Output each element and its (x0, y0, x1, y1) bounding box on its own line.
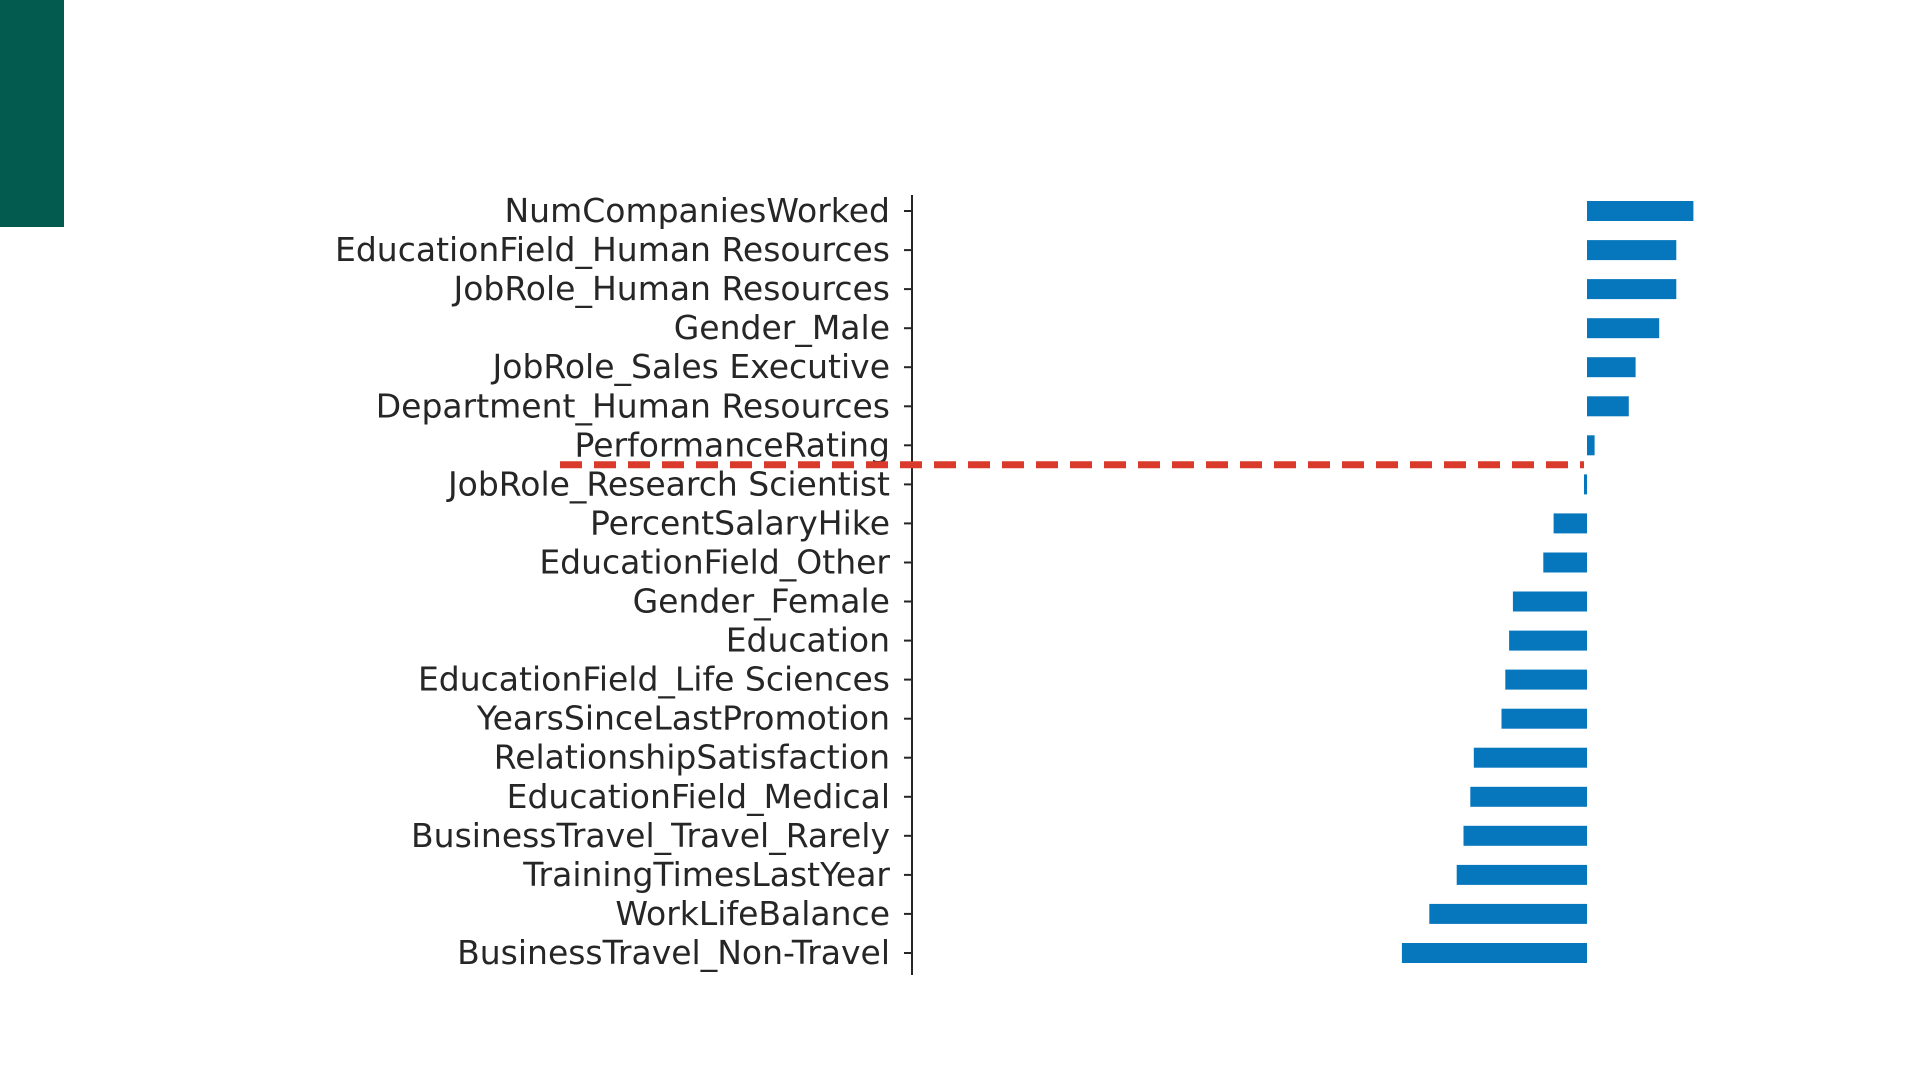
bar-trainingtimeslastyear (1456, 864, 1587, 885)
y-tick-label: EducationField_Medical (507, 777, 890, 816)
y-tick-label: RelationshipSatisfaction (494, 738, 890, 777)
bar-worklifebalance (1429, 903, 1587, 924)
bar-educationfield-life-sciences (1505, 669, 1587, 690)
y-tick-label: NumCompaniesWorked (504, 191, 890, 230)
y-tick-label: BusinessTravel_Travel_Rarely (411, 816, 890, 855)
y-tick-label: Education (726, 621, 890, 660)
y-tick-label: JobRole_Human Resources (451, 269, 890, 308)
y-tick-label: EducationField_Life Sciences (418, 660, 890, 699)
bar-relationshipsatisfaction (1473, 747, 1587, 768)
bar-businesstravel-travel-rarely (1463, 825, 1587, 846)
bar-educationfield-human-resources (1587, 240, 1677, 261)
bar-businesstravel-non-travel (1401, 943, 1587, 963)
bar-department-human-resources (1587, 396, 1629, 417)
y-tick-label: JobRole_Sales Executive (491, 347, 890, 386)
bar-education (1509, 630, 1587, 651)
y-tick-label: Gender_Male (674, 308, 890, 347)
y-axis (904, 195, 913, 975)
y-tick-label: PercentSalaryHike (590, 503, 890, 542)
bar-educationfield-other (1543, 552, 1587, 573)
y-tick-label: Department_Human Resources (376, 386, 890, 425)
y-tick-label: EducationField_Other (539, 543, 890, 582)
bar-jobrole-research-scientist (1584, 474, 1587, 495)
bar-educationfield-medical (1470, 786, 1587, 807)
bar-numcompaniesworked (1587, 201, 1694, 221)
bar-jobrole-human-resources (1587, 279, 1677, 300)
y-tick-label: PerformanceRating (574, 425, 890, 464)
y-tick-label: WorkLifeBalance (615, 894, 890, 933)
bar-gender-female (1512, 591, 1587, 612)
y-tick-label: YearsSinceLastPromotion (476, 699, 890, 738)
bar-yearssincelastpromotion (1501, 708, 1587, 729)
bars-group (1401, 201, 1694, 963)
y-tick-label: JobRole_Research Scientist (446, 464, 890, 503)
bar-percentsalaryhike (1553, 513, 1587, 534)
y-tick-label: Gender_Female (633, 582, 890, 621)
y-tick-label: BusinessTravel_Non-Travel (457, 933, 890, 972)
slide-accent-bar (0, 0, 64, 227)
y-tick-label: EducationField_Human Resources (335, 230, 890, 269)
bar-performancerating (1587, 435, 1595, 456)
bar-jobrole-sales-executive (1587, 357, 1636, 378)
bar-gender-male (1587, 318, 1660, 339)
y-tick-label: TrainingTimesLastYear (522, 855, 890, 894)
